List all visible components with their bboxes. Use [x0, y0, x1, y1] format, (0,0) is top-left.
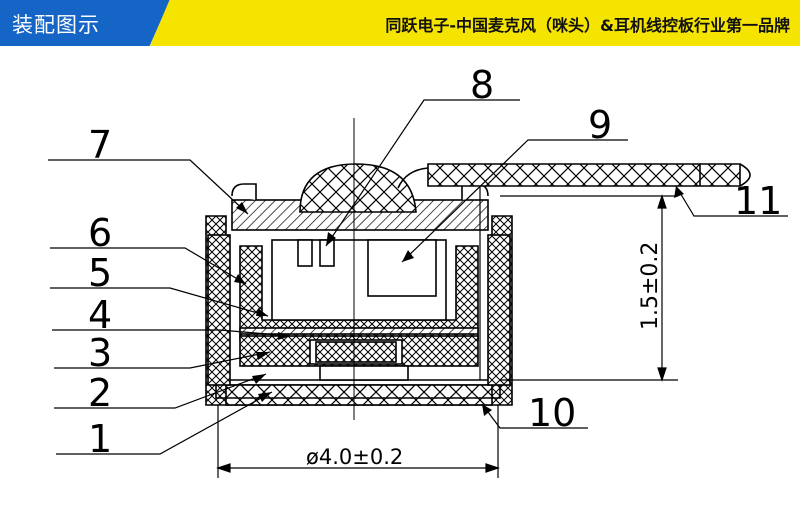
part-label-7: 7 — [88, 123, 112, 167]
part-label-2: 2 — [88, 371, 112, 415]
bottom-plate — [225, 384, 493, 406]
part-label-10: 10 — [528, 391, 576, 435]
part-label-6: 6 — [88, 211, 112, 255]
header-title: 装配图示 — [12, 13, 100, 37]
side-block-left — [207, 234, 231, 386]
cable — [427, 163, 741, 187]
page-header: 装配图示 同跃电子-中国麦克风（咪头）&耳机线控板行业第一品牌 — [0, 0, 800, 46]
diaphragm — [239, 327, 479, 335]
part-label-3: 3 — [88, 331, 112, 375]
header-title-banner: 装配图示 — [0, 0, 170, 46]
diameter-dimension-label: ø4.0±0.2 — [306, 445, 403, 469]
side-block-right — [487, 234, 511, 386]
header-slogan-banner: 同跃电子-中国麦克风（咪头）&耳机线控板行业第一品牌 — [150, 0, 800, 46]
chip — [367, 239, 437, 297]
height-dimension-label: 1.5±0.2 — [638, 242, 663, 330]
dome — [299, 163, 417, 213]
part-label-8: 8 — [470, 63, 494, 107]
part-label-1: 1 — [88, 417, 112, 461]
assembly-diagram: 1.5±0.2 ø4.0±0.2 — [48, 63, 788, 478]
part-label-11: 11 — [734, 179, 782, 223]
part-label-9: 9 — [588, 103, 612, 147]
header-slogan: 同跃电子-中国麦克风（咪头）&耳机线控板行业第一品牌 — [385, 16, 790, 35]
part-label-5: 5 — [88, 251, 112, 295]
part-label-4: 4 — [88, 293, 112, 337]
